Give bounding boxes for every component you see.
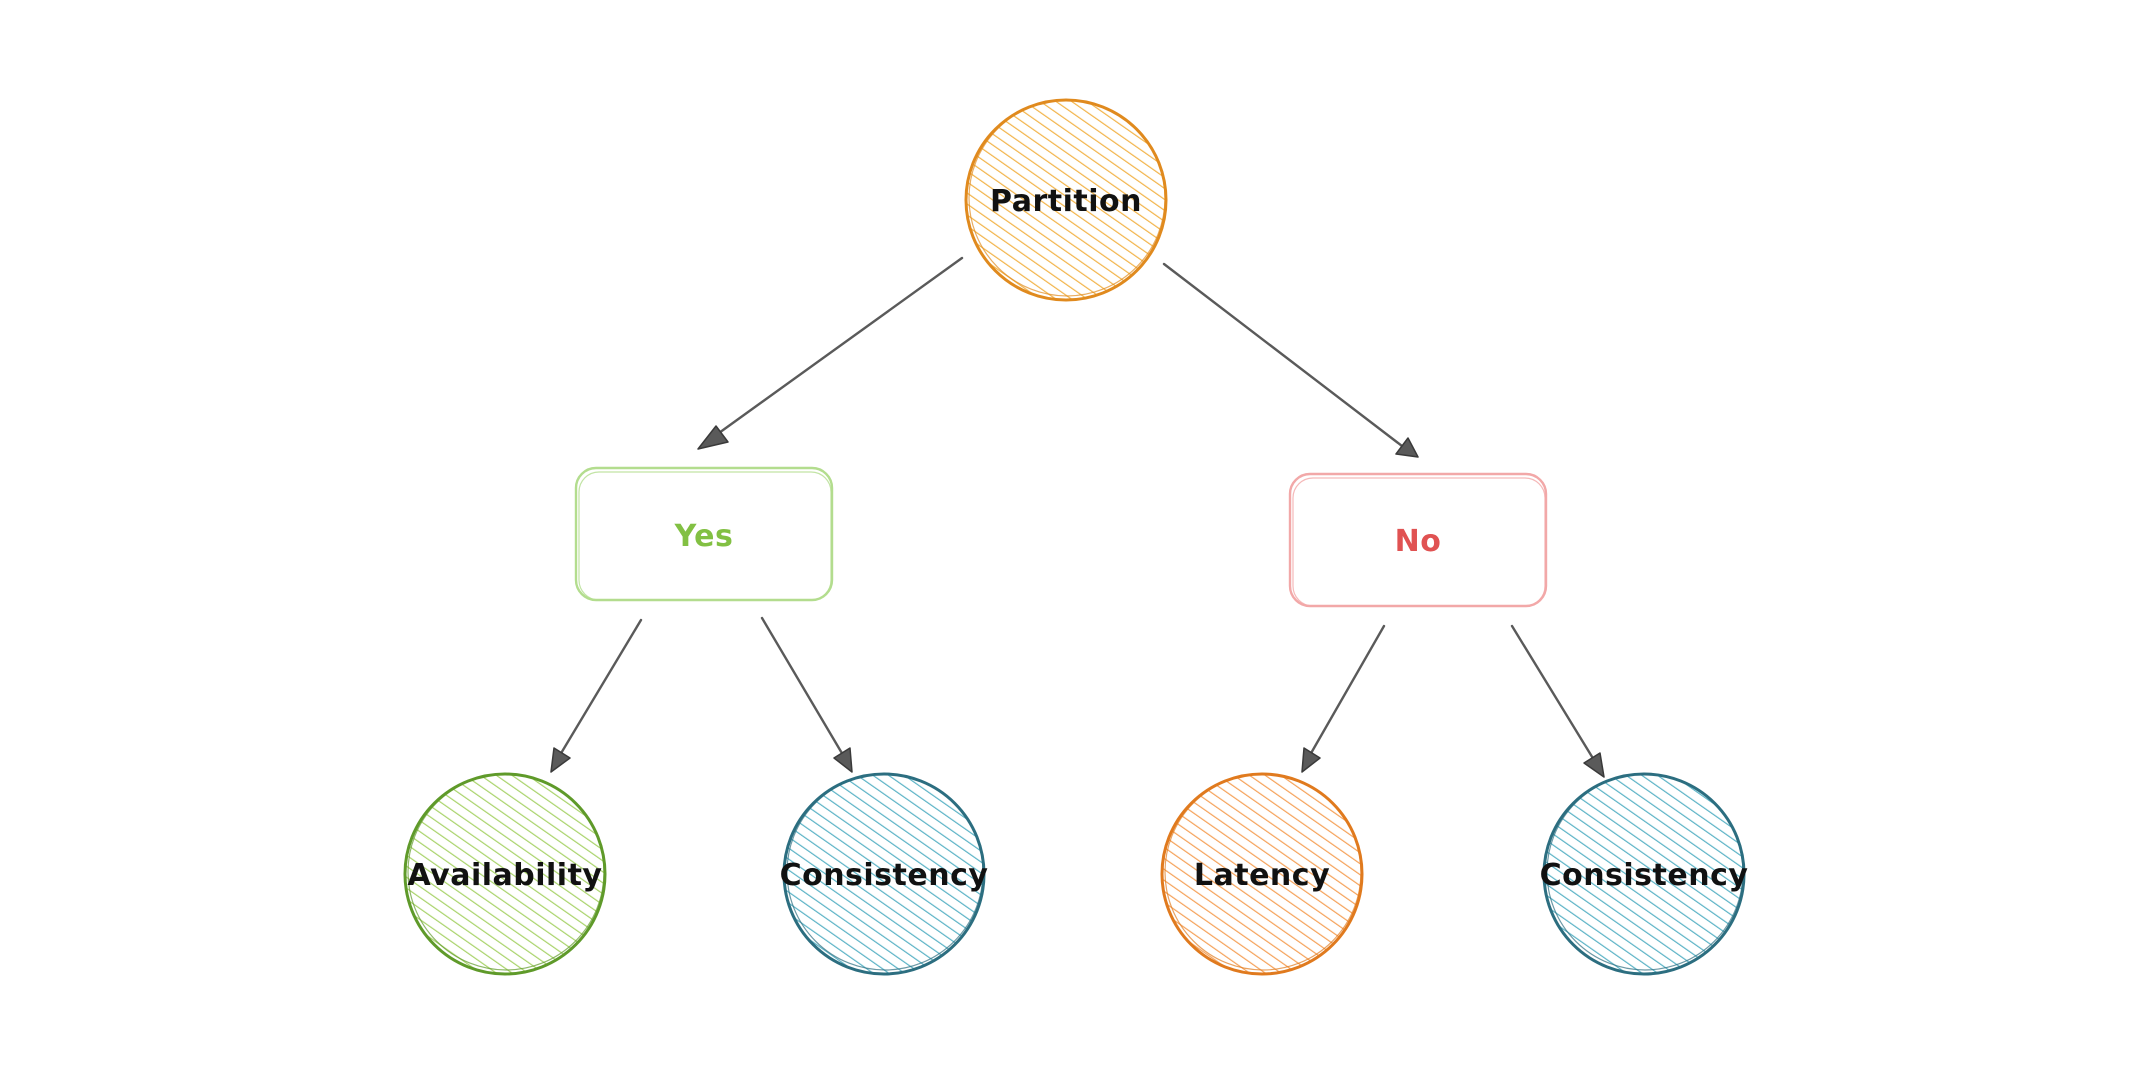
latency-label: Latency <box>1194 858 1330 893</box>
edges <box>550 256 1605 778</box>
edge-partition-to-yes <box>697 256 964 450</box>
partition-label: Partition <box>990 184 1142 219</box>
yes-label: Yes <box>674 519 734 554</box>
edge-no-to-consistency-right <box>1510 624 1605 778</box>
consistency-left-label: Consistency <box>780 858 989 893</box>
edge-yes-to-consistency-left <box>760 616 853 773</box>
no-label: No <box>1395 524 1442 559</box>
partition-node[interactable]: Partition <box>964 98 1168 302</box>
no-node[interactable]: No <box>1288 472 1548 608</box>
latency-node[interactable]: Latency <box>1160 772 1364 976</box>
availability-label: Availability <box>408 858 603 893</box>
edge-yes-to-availability <box>550 618 643 773</box>
edge-partition-to-no <box>1162 262 1419 458</box>
consistency-right-label: Consistency <box>1540 858 1749 893</box>
yes-node[interactable]: Yes <box>574 466 834 602</box>
consistency-right-node[interactable]: Consistency <box>1540 772 1749 976</box>
consistency-left-node[interactable]: Consistency <box>780 772 989 976</box>
availability-node[interactable]: Availability <box>403 772 607 976</box>
edge-no-to-latency <box>1301 624 1386 773</box>
